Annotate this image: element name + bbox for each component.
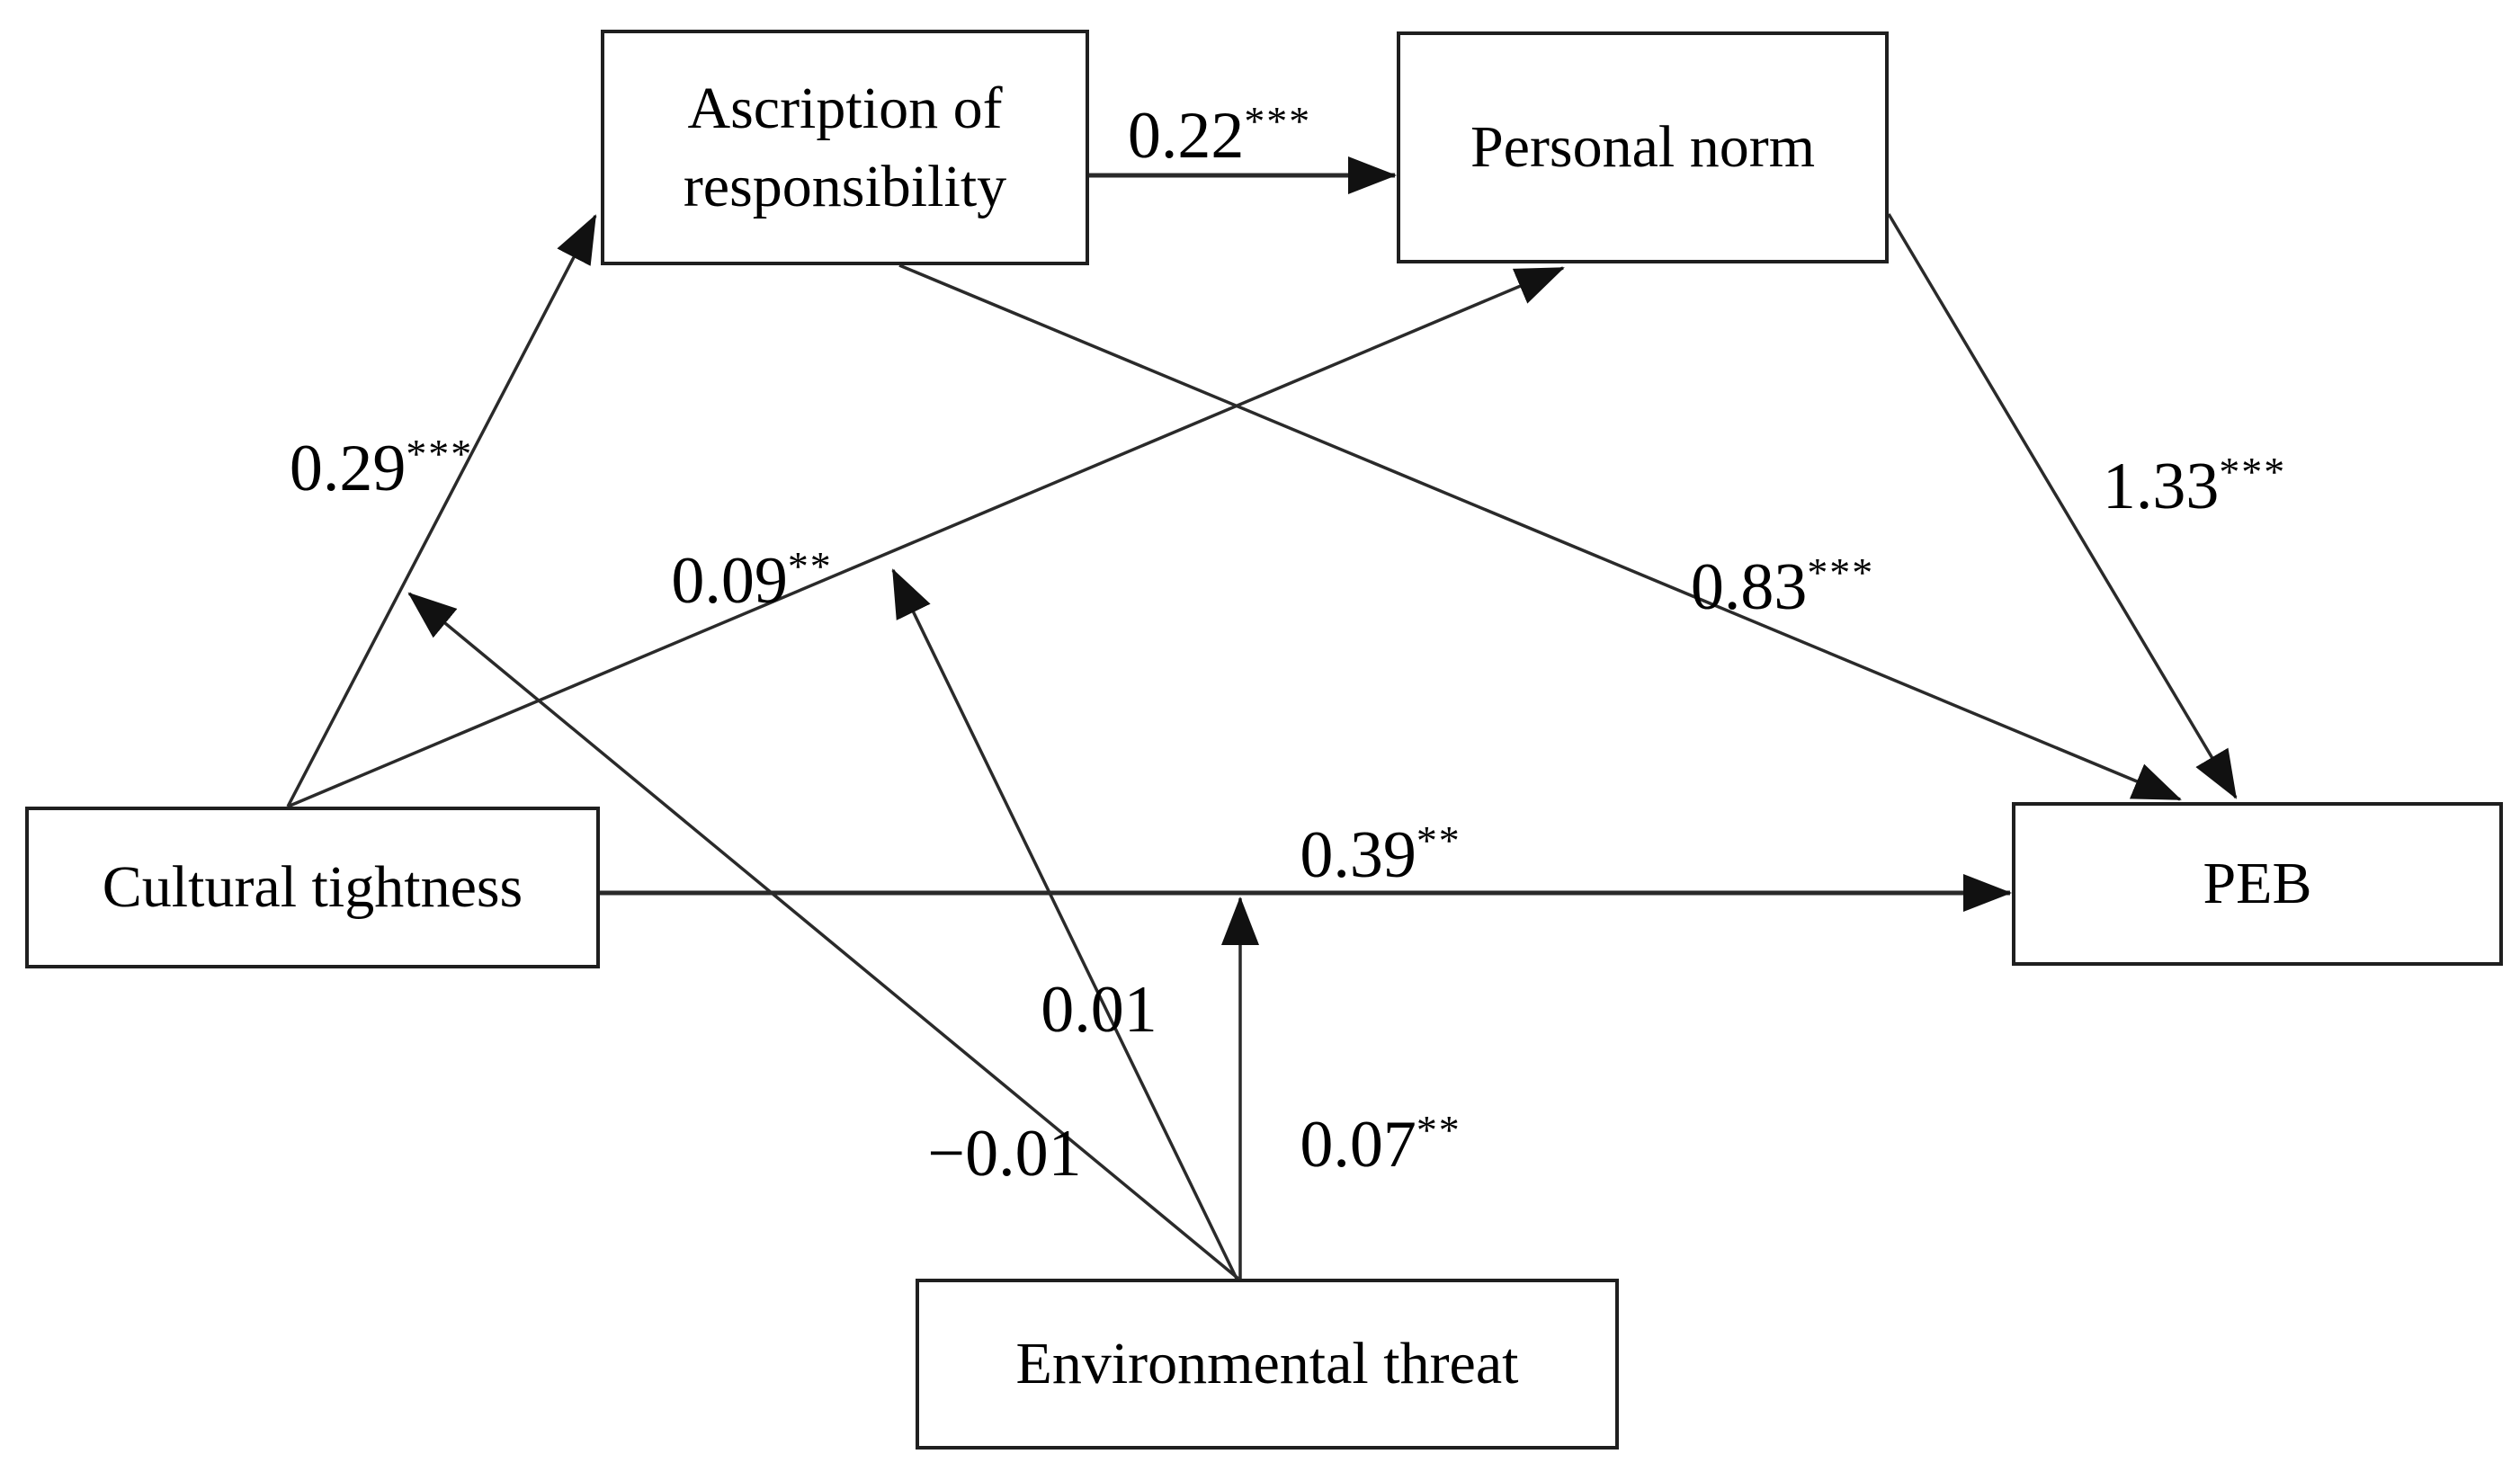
node-environmental-threat-label: Environmental threat xyxy=(1015,1331,1519,1397)
node-peb: PEB xyxy=(2012,802,2503,966)
coefficient-env-moderation-ct-personalnorm: 0.01 xyxy=(1041,973,1157,1048)
edge-ascription-to-peb xyxy=(898,263,2182,801)
node-ascription-label: Ascription of responsibility xyxy=(683,75,1007,219)
coefficient-ct-ascription: 0.29*** xyxy=(289,430,474,506)
coefficient-ascription-personalnorm: 0.22*** xyxy=(1127,97,1312,174)
significance-stars: *** xyxy=(1244,97,1312,144)
coefficient-ct-personalnorm: 0.09** xyxy=(671,542,833,619)
edge-env-to-path-ct-ascription xyxy=(407,592,1240,1280)
node-ascription-of-responsibility: Ascription of responsibility xyxy=(601,30,1089,265)
node-environmental-threat: Environmental threat xyxy=(916,1279,1619,1450)
edge-env-to-path-ct-personalnorm xyxy=(891,568,1238,1280)
coefficient-env-moderation-ct-ascription: −0.01 xyxy=(927,1117,1082,1191)
node-cultural-tightness-label: Cultural tightness xyxy=(102,854,523,921)
significance-stars: *** xyxy=(1807,549,1875,595)
coefficient-ascription-peb: 0.83*** xyxy=(1690,549,1875,625)
coefficient-env-moderation-ct-peb: 0.07** xyxy=(1300,1106,1461,1182)
significance-stars: ** xyxy=(787,542,833,589)
node-cultural-tightness: Cultural tightness xyxy=(25,807,600,968)
node-personal-norm-label: Personal norm xyxy=(1470,114,1816,181)
edge-personalnorm-to-peb xyxy=(1887,213,2238,799)
node-peb-label: PEB xyxy=(2203,851,2312,917)
significance-stars: *** xyxy=(406,430,474,477)
edge-ct-to-ascription xyxy=(286,214,597,807)
coefficient-personalnorm-peb: 1.33*** xyxy=(2102,448,2287,524)
node-personal-norm: Personal norm xyxy=(1397,31,1889,263)
edge-ct-to-personalnorm xyxy=(287,266,1565,808)
significance-stars: ** xyxy=(1416,1106,1461,1153)
significance-stars: *** xyxy=(2219,448,2287,495)
coefficient-ct-peb: 0.39** xyxy=(1300,816,1461,893)
significance-stars: ** xyxy=(1416,816,1461,863)
